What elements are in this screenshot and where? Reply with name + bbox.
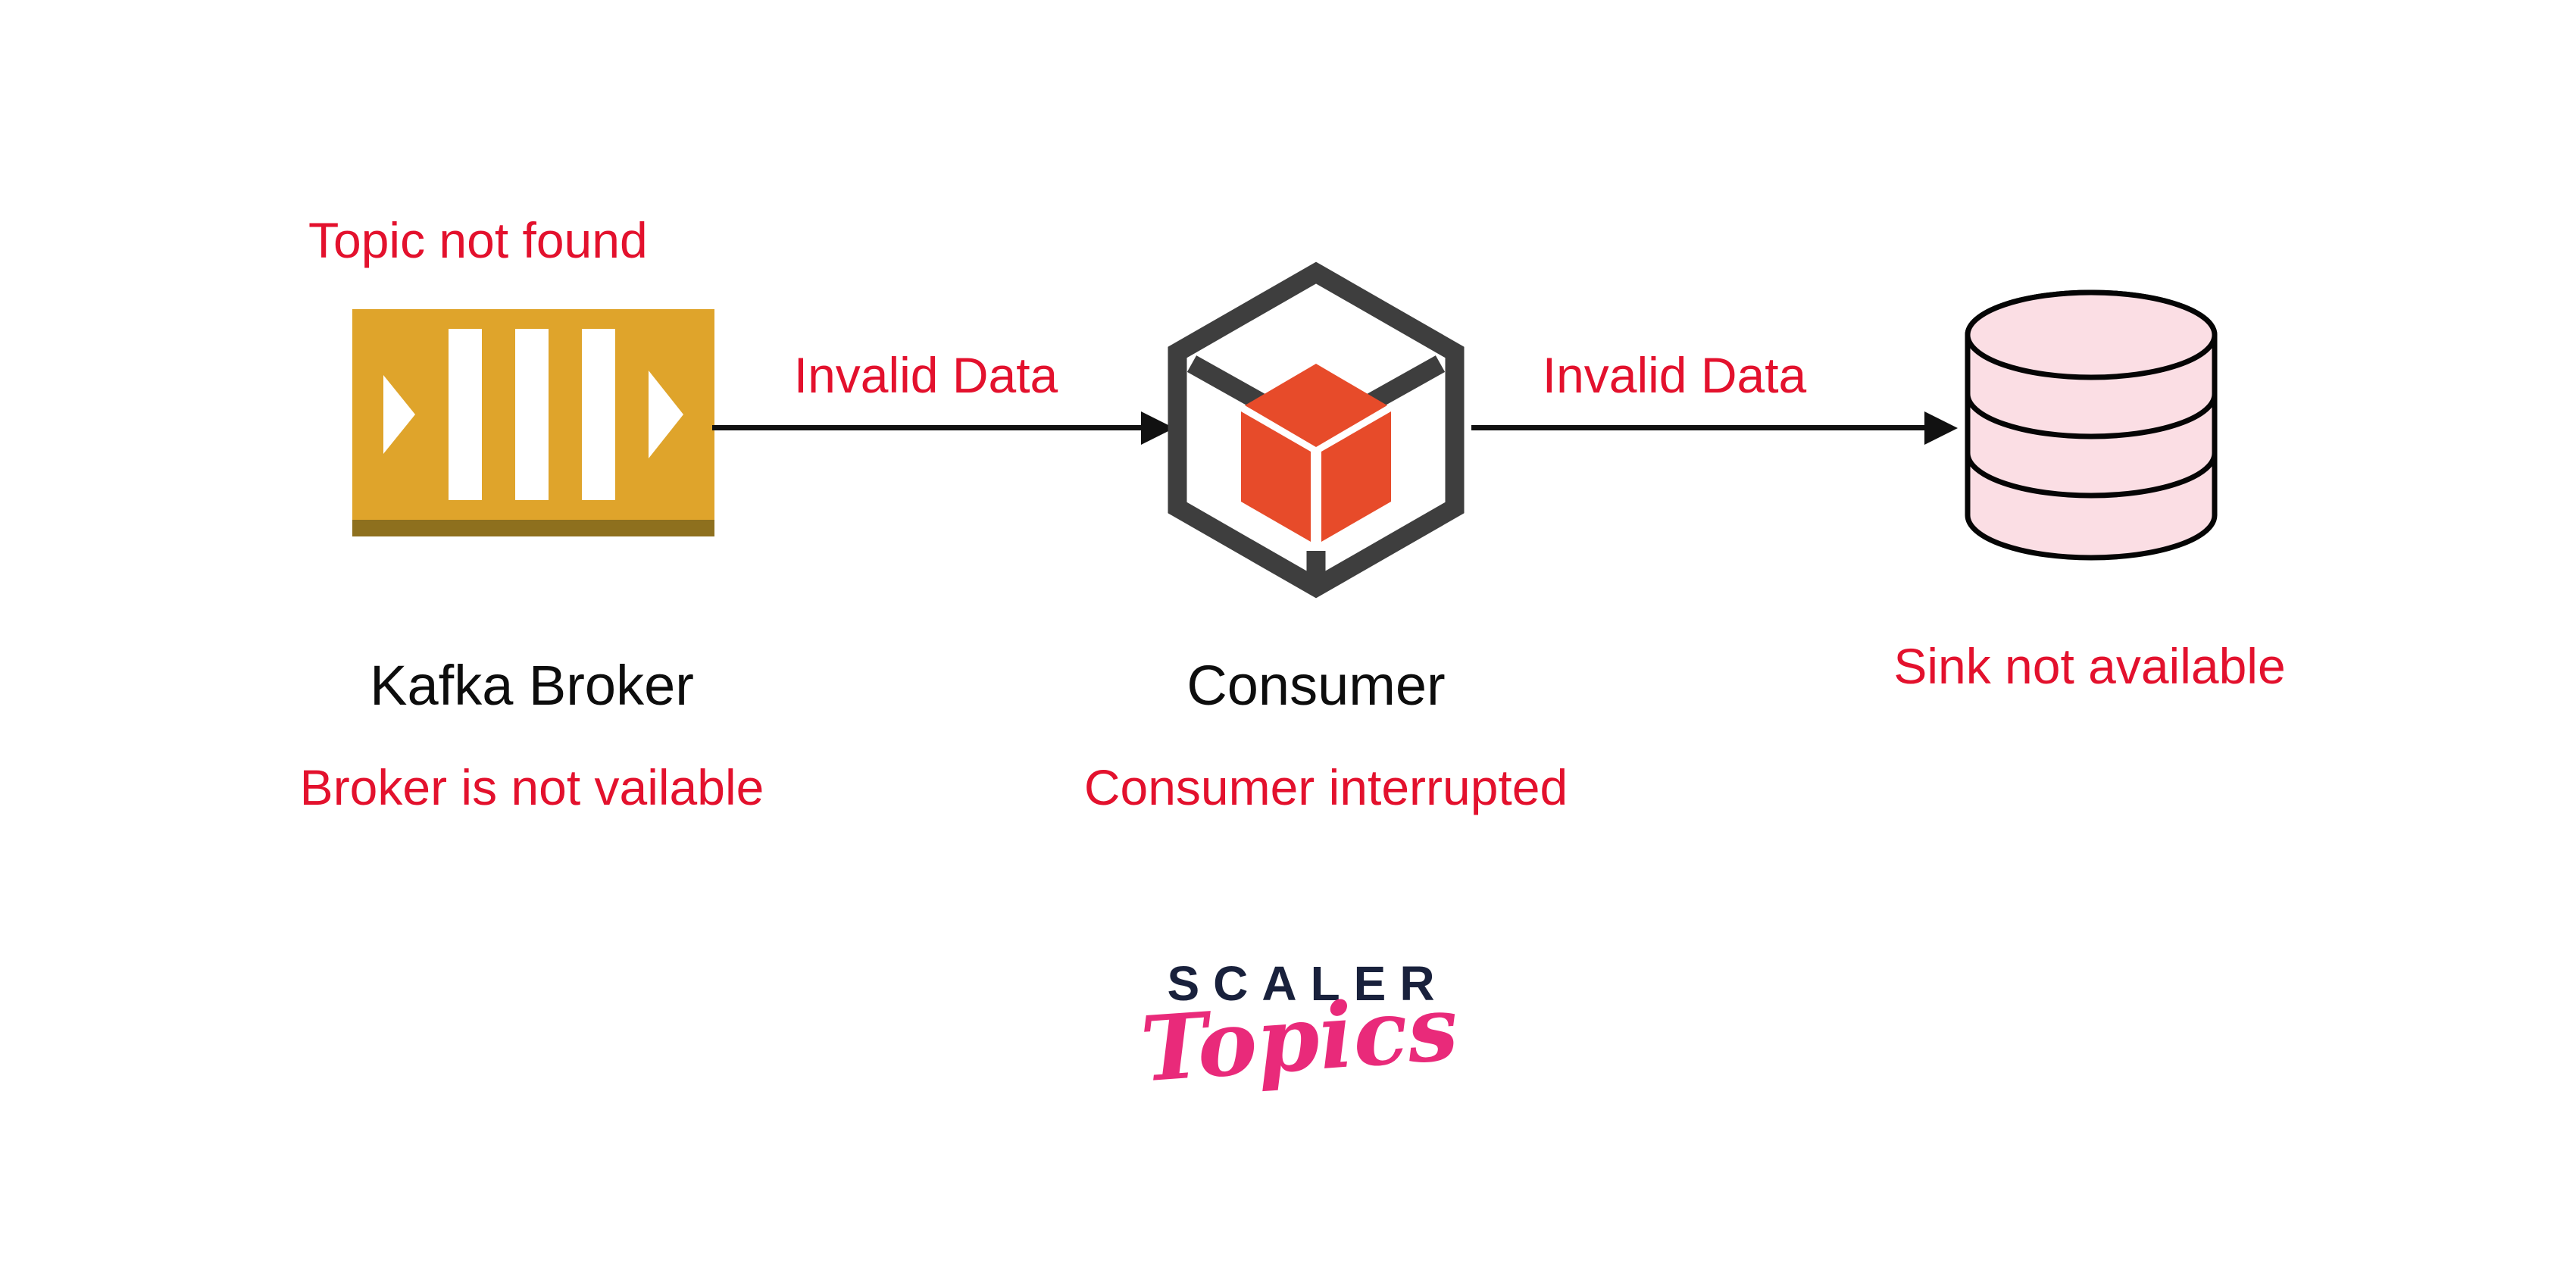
broker-unavailable-annotation: Broker is not vailable: [299, 759, 764, 815]
queue-arrow-right-icon: [649, 371, 683, 458]
kafka-broker-label: Kafka Broker: [370, 654, 694, 717]
sink-unavailable-annotation: Sink not available: [1893, 638, 2286, 694]
queue-bar-icon: [449, 329, 482, 500]
broker-base-strip: [352, 520, 714, 536]
arrow-broker-to-consumer: [712, 411, 1174, 445]
logo-brand-text: SCALER: [1167, 956, 1449, 1011]
consumer-cube-icon: [1168, 261, 1465, 599]
arrow-consumer-to-sink: [1471, 411, 1958, 445]
queue-bar-icon: [582, 329, 615, 500]
queue-bar-icon: [515, 329, 549, 500]
queue-arrow-left-icon: [383, 375, 415, 454]
topic-not-found-annotation: Topic not found: [308, 212, 648, 268]
arrow-head-icon: [1924, 411, 1958, 445]
broker-queue-glyphs: [352, 309, 714, 520]
consumer-label: Consumer: [1186, 654, 1446, 717]
invalid-data-label-broker-consumer: Invalid Data: [793, 347, 1058, 403]
logo-wordmark-text: Topics: [1137, 974, 1462, 1102]
consumer-interrupted-annotation: Consumer interrupted: [1083, 759, 1568, 815]
database-cylinder-icon: [1965, 289, 2218, 561]
kafka-broker-queue-icon: [352, 309, 714, 536]
invalid-data-label-consumer-sink: Invalid Data: [1542, 347, 1807, 403]
